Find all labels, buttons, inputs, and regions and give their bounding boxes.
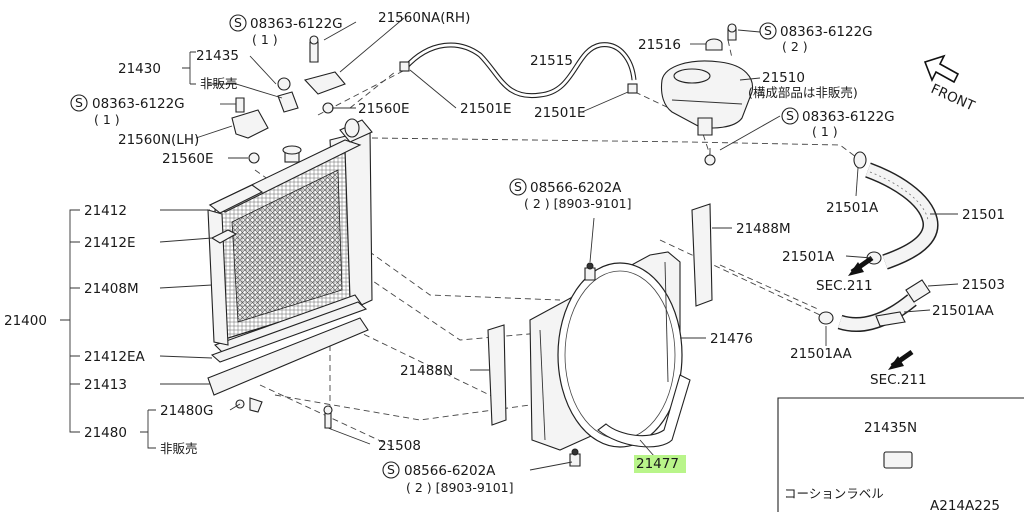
s-mark: S <box>764 23 772 38</box>
front-arrow-icon <box>923 54 960 84</box>
label-21480G: 21480G <box>160 403 213 419</box>
label-21480: 21480 <box>84 425 127 441</box>
label-21488M: 21488M <box>736 221 791 237</box>
label-21560E-top: 21560E <box>358 101 409 117</box>
s-mark: S <box>387 462 395 477</box>
label-sec-211-1: SEC.211 <box>816 278 873 294</box>
label-not-sold-1: 非販売 <box>200 76 238 91</box>
label-21412E: 21412E <box>84 235 135 251</box>
label-21515: 21515 <box>530 53 573 69</box>
label-21435: 21435 <box>196 48 239 64</box>
label-21501A-1: 21501A <box>826 200 879 216</box>
label-bolt-left-qty: ( 1 ) <box>94 112 120 127</box>
s-marks <box>70 14 799 479</box>
s-mark: S <box>75 95 83 110</box>
label-bolt-top-1-qty: ( 1 ) <box>252 32 278 47</box>
diagram-code: A214A225 <box>930 498 1000 512</box>
label-21501: 21501 <box>962 207 1005 223</box>
label-bolt-tank: 08363-6122G <box>780 24 873 40</box>
label-bolt-left: 08363-6122G <box>92 96 185 112</box>
s-mark: S <box>234 15 242 30</box>
label-bolt-fan-2: 08566-6202A <box>404 463 496 479</box>
labels: S 08363-6122G ( 1 ) 21560NA(RH) 21435 21… <box>4 10 1005 512</box>
label-21508: 21508 <box>378 438 421 454</box>
label-21476: 21476 <box>710 331 753 347</box>
label-21501AA-1: 21501AA <box>932 303 995 319</box>
label-not-sold-2: 非販売 <box>160 441 198 456</box>
sec-arrows <box>848 255 914 370</box>
label-21510-note: (構成部品は非販売) <box>748 85 858 100</box>
label-21488N: 21488N <box>400 363 453 379</box>
s-mark: S <box>514 179 522 194</box>
label-21501AA-2: 21501AA <box>790 346 853 362</box>
label-caution: コーションラベル <box>784 486 884 501</box>
label-bolt-top-1: 08363-6122G <box>250 16 343 32</box>
s-mark: S <box>786 108 794 123</box>
label-bolt-tank-qty: ( 2 ) <box>782 39 808 54</box>
lower-hose-21503 <box>818 279 931 333</box>
label-21516: 21516 <box>638 37 681 53</box>
label-21501E-2: 21501E <box>534 105 585 121</box>
label-21412: 21412 <box>84 203 127 219</box>
label-21412EA: 21412EA <box>84 349 145 365</box>
leader-lines <box>60 17 959 471</box>
label-21501E-1: 21501E <box>460 101 511 117</box>
label-21435N: 21435N <box>864 420 917 436</box>
label-21400: 21400 <box>4 313 47 329</box>
reservoir-tank-21510 <box>660 23 754 166</box>
label-bolt-fan-1: 08566-6202A <box>530 180 622 196</box>
label-21560NA: 21560NA(RH) <box>378 10 470 26</box>
label-bolt-tank2-qty: ( 1 ) <box>812 124 838 139</box>
overflow-hose-21515 <box>399 42 638 99</box>
label-21503: 21503 <box>962 277 1005 293</box>
label-bolt-fan-1-qty: ( 2 ) [8903-9101] <box>524 196 632 211</box>
radiator-21408M <box>207 118 373 356</box>
caution-label-inset <box>777 397 1024 512</box>
highlight-21477 <box>634 455 686 473</box>
label-front: FRONT <box>928 81 977 115</box>
label-21477: 21477 <box>636 456 679 472</box>
fan-shroud-21476 <box>529 251 691 451</box>
shroud-brackets <box>487 203 713 426</box>
label-21560E-left: 21560E <box>162 151 213 167</box>
label-21408M: 21408M <box>84 281 139 297</box>
label-bolt-tank2: 08363-6122G <box>802 109 895 125</box>
label-21413: 21413 <box>84 377 127 393</box>
label-21560N: 21560N(LH) <box>118 132 199 148</box>
label-21430: 21430 <box>118 61 161 77</box>
seal-strips <box>207 184 369 396</box>
label-21501A-2: 21501A <box>782 249 835 265</box>
label-bolt-fan-2-qty: ( 2 ) [8903-9101] <box>406 480 514 495</box>
radiator-clips <box>231 35 346 429</box>
label-sec-211-2: SEC.211 <box>870 372 927 388</box>
label-21510: 21510 <box>762 70 805 86</box>
